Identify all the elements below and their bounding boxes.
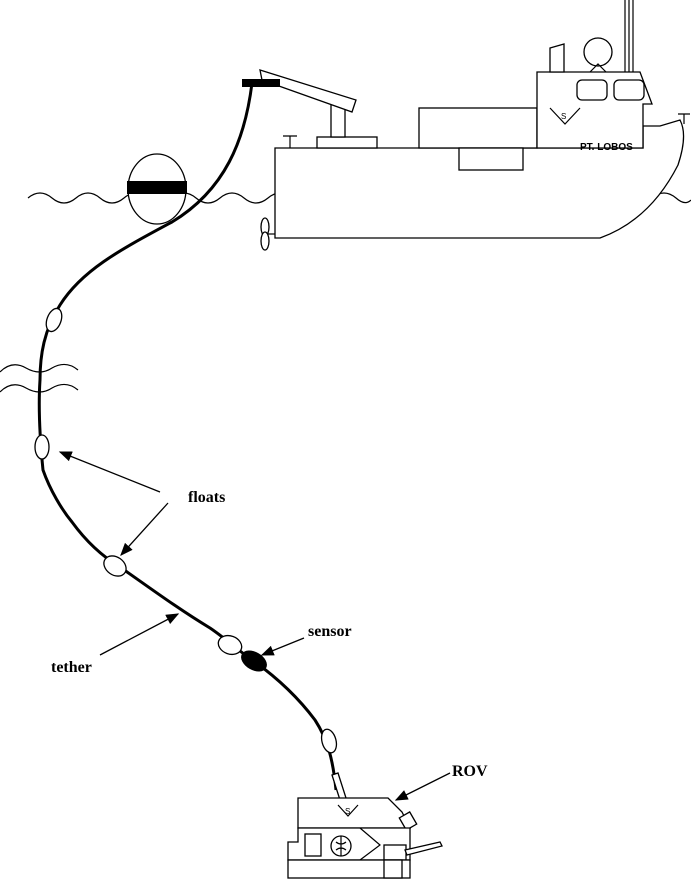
float bbox=[320, 728, 338, 754]
sensor-pod bbox=[241, 650, 267, 672]
bow-bollard bbox=[678, 113, 690, 124]
stern-bollard bbox=[283, 135, 297, 148]
rov-camera-box bbox=[304, 833, 322, 857]
ship-hull bbox=[274, 119, 685, 239]
rov-thruster-blades bbox=[335, 836, 347, 856]
float bbox=[217, 634, 243, 656]
floats-arrow-upper bbox=[58, 451, 161, 493]
rov-logo-shape bbox=[337, 804, 359, 817]
rov-logo-icon: S bbox=[345, 807, 350, 816]
radar-dome-icon bbox=[583, 37, 613, 67]
crane-base bbox=[316, 136, 378, 149]
rov-skid-block bbox=[383, 859, 403, 879]
float bbox=[103, 555, 127, 577]
rov-tether-stub bbox=[331, 772, 347, 801]
a-frame-crane bbox=[242, 69, 378, 149]
radar-mount bbox=[589, 63, 607, 73]
float bbox=[34, 434, 50, 460]
hull-hatch bbox=[458, 147, 524, 171]
rov-light bbox=[398, 811, 418, 831]
crane-arm bbox=[259, 69, 357, 113]
surface-buoy bbox=[127, 153, 187, 225]
ship-funnel bbox=[549, 43, 565, 73]
rov-label: ROV bbox=[452, 763, 488, 780]
sensor-arrow bbox=[260, 637, 305, 656]
sensor-label: sensor bbox=[308, 623, 352, 640]
rov-vehicle: S bbox=[287, 772, 443, 879]
bridge-window-2 bbox=[613, 79, 645, 101]
rov-frame-diagonal bbox=[359, 827, 381, 861]
deck-house bbox=[418, 107, 538, 149]
ship-logo-shape bbox=[549, 107, 581, 125]
floats-label: floats bbox=[188, 489, 225, 506]
propeller-icon bbox=[260, 217, 275, 251]
rov-upper-body bbox=[297, 797, 412, 829]
ship-logo-icon: S bbox=[561, 112, 566, 121]
bridge-window-1 bbox=[576, 79, 608, 101]
tether-label: tether bbox=[51, 659, 92, 676]
rov-arrow bbox=[394, 772, 451, 801]
sheave-block bbox=[242, 79, 280, 87]
rov-manipulator-arm bbox=[404, 841, 443, 856]
rov-manipulator-box bbox=[383, 844, 407, 861]
ship-name: PT. LOBOS bbox=[580, 142, 633, 153]
floats-arrow-lower bbox=[120, 502, 169, 556]
rov-skid bbox=[287, 859, 411, 879]
tether-cable bbox=[37, 82, 338, 791]
tether-arrow bbox=[99, 613, 180, 656]
research-ship: S PT. LOBOS bbox=[260, 0, 690, 251]
float bbox=[45, 307, 63, 333]
ship-mast bbox=[624, 0, 634, 72]
